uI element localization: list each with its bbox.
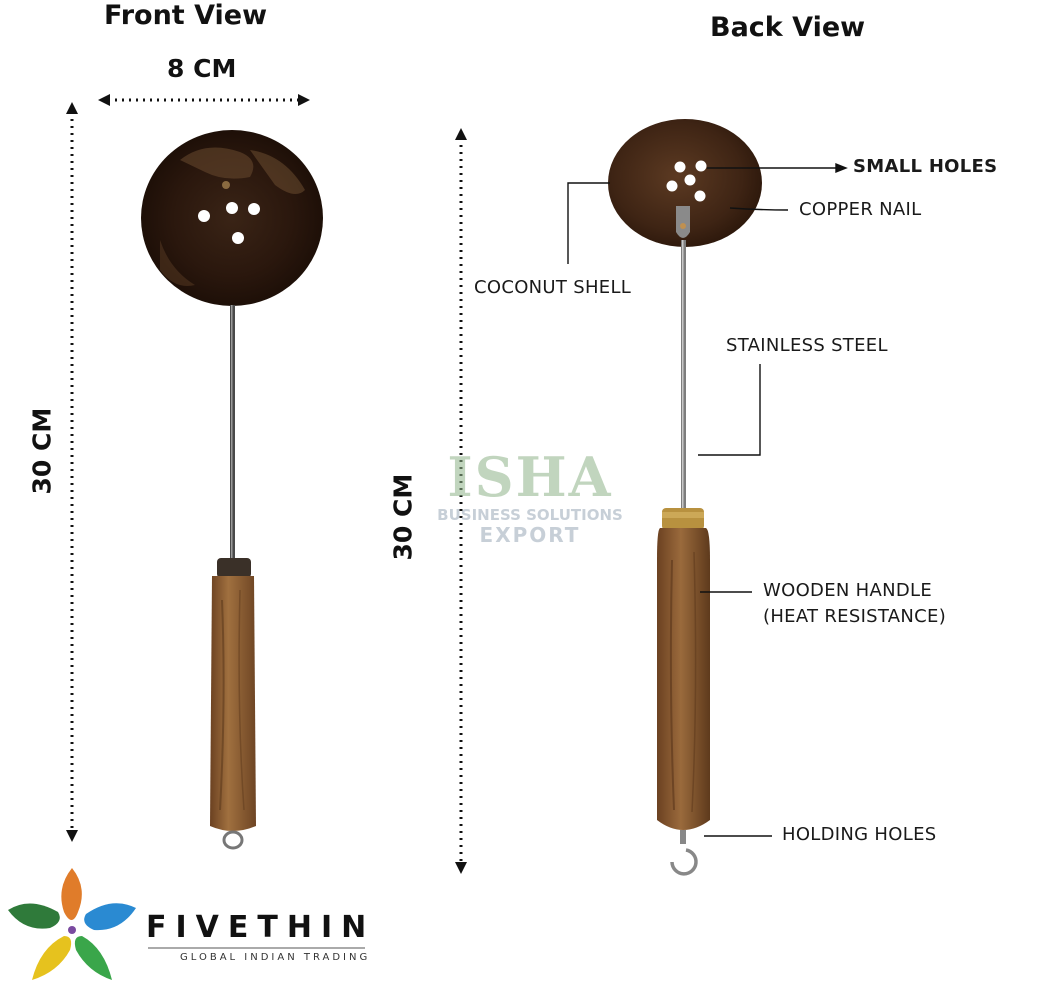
back-view-ladle xyxy=(608,119,762,876)
brand-tagline: GLOBAL INDIAN TRADING xyxy=(180,952,371,963)
wooden-handle-label: WOODEN HANDLE (HEAT RESISTANCE) xyxy=(763,578,946,630)
watermark-title: ISHA xyxy=(447,445,613,509)
copper-nail-label: COPPER NAIL xyxy=(799,199,922,220)
front-view-title: Front View xyxy=(104,0,268,31)
watermark: ISHA BUSINESS SOLUTIONS EXPORT xyxy=(425,448,635,546)
back-length-dimension-arrow xyxy=(455,128,467,874)
wooden-handle-label-line1: WOODEN HANDLE xyxy=(763,580,933,601)
coconut-shell-label: COCONUT SHELL xyxy=(474,277,632,298)
callout-leaders xyxy=(567,162,848,837)
watermark-line1: BUSINESS SOLUTIONS xyxy=(437,506,623,524)
front-view-ladle xyxy=(141,130,323,850)
brand-name: FIVETHIN xyxy=(146,910,376,945)
width-dimension-arrow xyxy=(98,94,310,106)
fivethin-logo-mark xyxy=(8,868,136,980)
width-dimension-label: 8 CM xyxy=(167,54,237,83)
front-length-dimension-arrow xyxy=(66,102,78,842)
watermark-line2: EXPORT xyxy=(479,523,581,547)
wooden-handle-label-line2: (HEAT RESISTANCE) xyxy=(763,606,947,627)
back-view-title: Back View xyxy=(710,12,866,43)
stainless-steel-label: STAINLESS STEEL xyxy=(726,335,888,356)
small-holes-label: SMALL HOLES xyxy=(853,156,998,177)
holding-holes-label: HOLDING HOLES xyxy=(782,824,937,845)
